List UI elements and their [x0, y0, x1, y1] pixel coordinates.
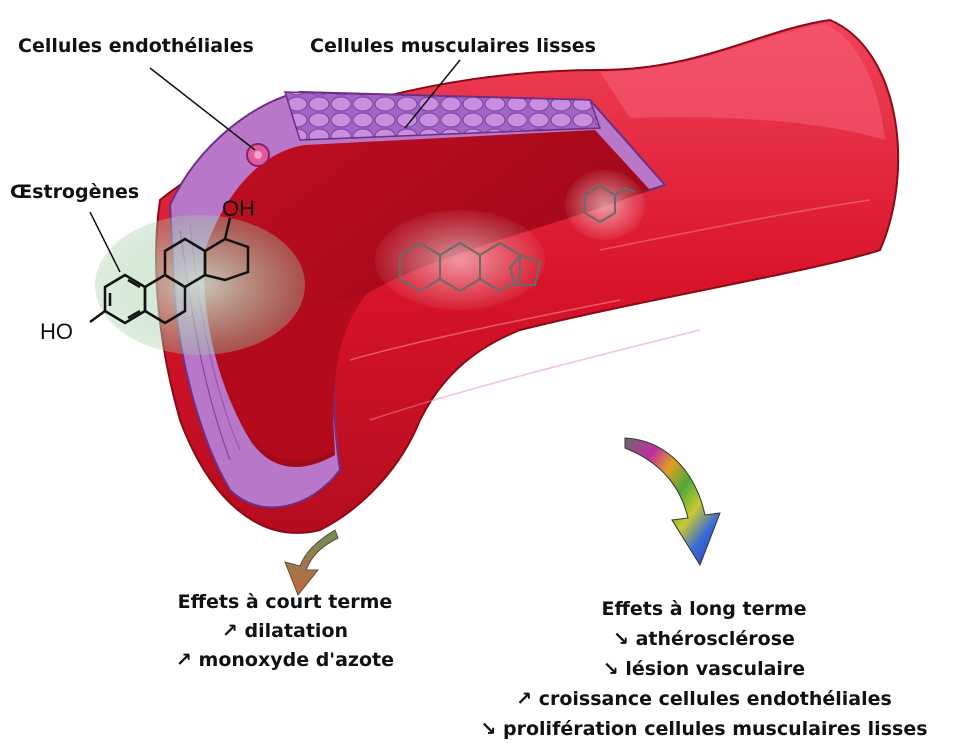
- long-term-effects: Effets à long terme ↘ athérosclérose ↘ l…: [455, 594, 953, 744]
- endothelial-leader: [150, 68, 255, 150]
- estrogen-molecule-glow-2: [565, 170, 645, 240]
- short-term-effects: Effets à court terme ↗ dilatation ↗ mono…: [130, 588, 440, 675]
- long-term-item: ↗ croissance cellules endothéliales: [455, 684, 953, 714]
- short-term-title: Effets à court terme: [130, 588, 440, 617]
- estrogens-label: Œstrogènes: [10, 181, 139, 203]
- short-term-item: ↗ monoxyde d'azote: [130, 646, 440, 675]
- long-term-item: ↘ prolifération cellules musculaires lis…: [455, 714, 953, 744]
- oh-label: OH: [222, 196, 255, 221]
- endothelial-label: Cellules endothéliales: [18, 35, 254, 57]
- short-term-arrow: [285, 530, 338, 595]
- short-term-item: ↗ dilatation: [130, 617, 440, 646]
- long-term-title: Effets à long terme: [455, 594, 953, 624]
- long-term-item: ↘ lésion vasculaire: [455, 654, 953, 684]
- ho-label: HO: [40, 319, 73, 344]
- estrogen-glow: [95, 215, 305, 355]
- long-term-item: ↘ athérosclérose: [455, 624, 953, 654]
- smooth-muscle-label: Cellules musculaires lisses: [310, 35, 596, 57]
- long-term-arrow: [625, 438, 720, 565]
